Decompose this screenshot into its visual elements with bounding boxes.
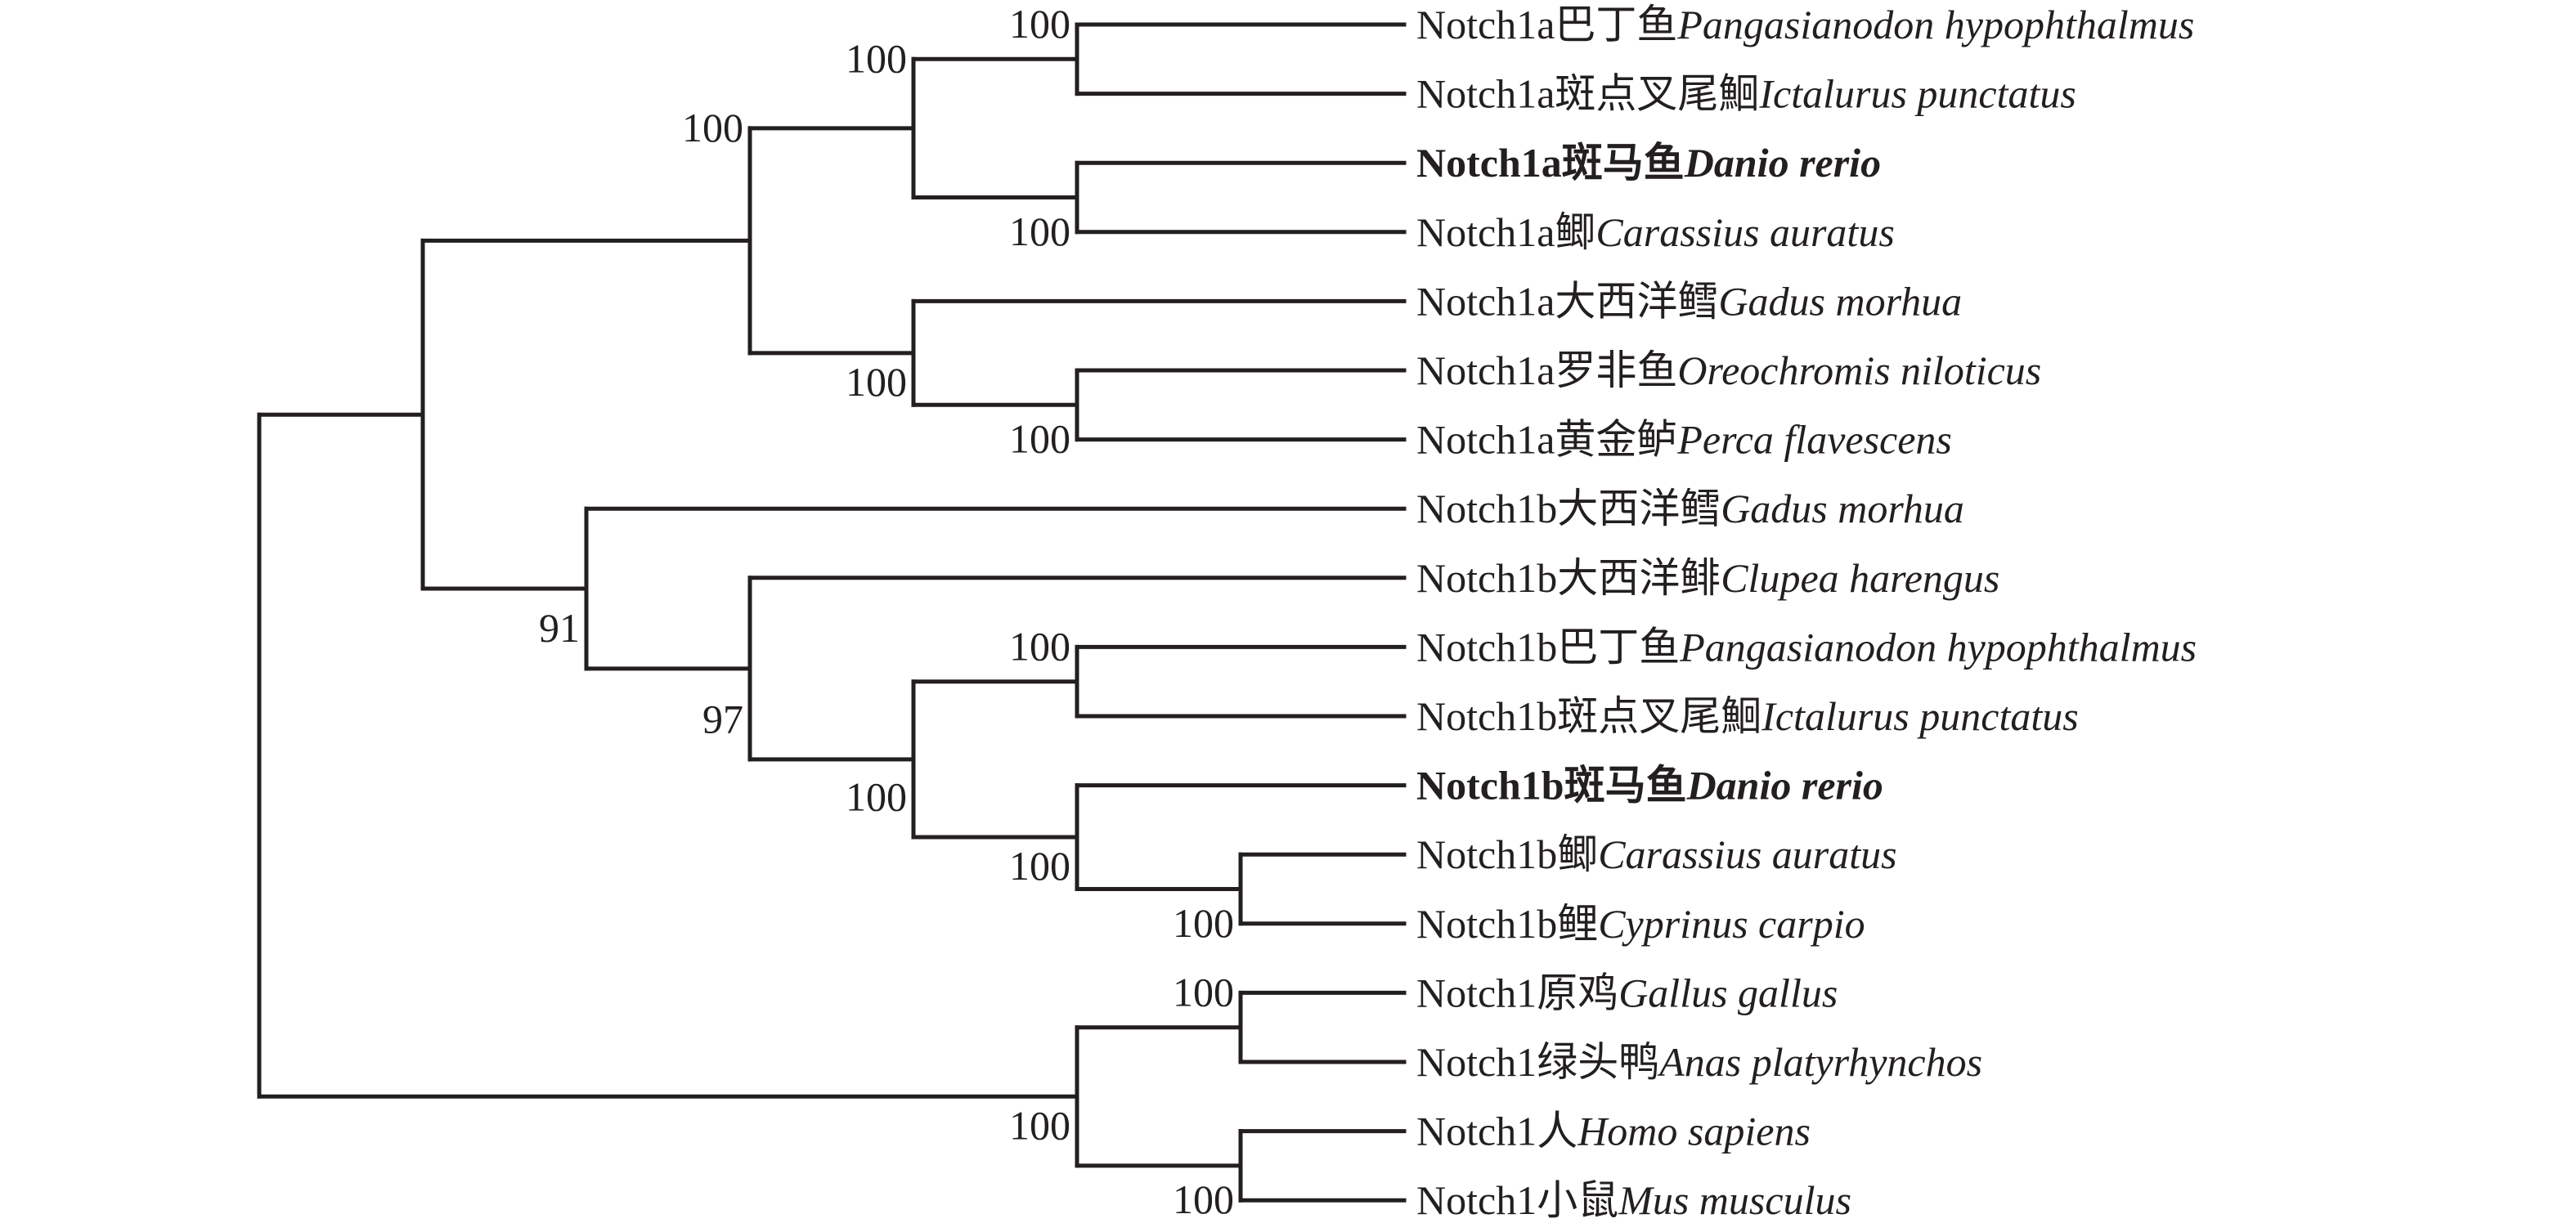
leaf-label: Notch1a巴丁鱼Pangasianodon hypophthalmus [1416,2,2194,47]
leaf-label: Notch1绿头鸭Anas platyrhynchos [1416,1039,1982,1085]
leaf-label: Notch1人Homo sapiens [1416,1109,1811,1154]
species-name: Gallus gallus [1618,970,1838,1015]
species-name: Mus musculus [1618,1177,1851,1223]
bootstrap-value: 100 [1173,1176,1234,1222]
gene-name: Notch1 [1416,1177,1537,1223]
bootstrap-value: 100 [1009,843,1070,889]
bootstrap-value: 100 [1009,416,1070,462]
leaf-label: Notch1a黄金鲈Perca flavescens [1416,417,1952,463]
common-name: 巴丁鱼 [1555,2,1677,47]
gene-name: Notch1 [1416,1039,1537,1085]
species-name: Danio rerio [1686,763,1883,809]
leaf-label: Notch1b大西洋鳕Gadus morhua [1416,486,1964,531]
common-name: 罗非鱼 [1555,347,1677,393]
gene-name: Notch1a [1416,278,1555,324]
common-name: 鲤 [1557,901,1598,947]
bootstrap-value: 100 [846,773,907,819]
gene-name: Notch1b [1416,624,1557,670]
bootstrap-support-values: 100 100 100 100 100 100 100 100 100 100 97 91 100 100… [539,1,1234,1222]
leaf-label: Notch1b鲫Carassius auratus [1416,831,1897,877]
leaf-label: Notch1b斑马鱼Danio rerio [1416,763,1883,809]
leaf-label: Notch1b巴丁鱼Pangasianodon hypophthalmus [1416,624,2197,670]
common-name: 原鸡 [1537,970,1618,1015]
gene-name: Notch1 [1416,970,1537,1015]
species-name: Anas platyrhynchos [1657,1039,1982,1085]
common-name: 黄金鲈 [1555,417,1677,463]
bootstrap-value: 100 [846,35,907,81]
gene-name: Notch1a [1416,209,1555,255]
gene-name: Notch1b [1416,693,1557,739]
common-name: 小鼠 [1537,1177,1618,1223]
bootstrap-value: 100 [1009,623,1070,669]
species-name: Danio rerio [1684,140,1881,186]
gene-name: Notch1b [1416,486,1557,531]
species-name: Clupea harengus [1721,555,1999,601]
gene-name: Notch1b [1416,763,1564,809]
species-name: Ictalurus punctatus [1758,71,2076,117]
leaf-label: Notch1a斑马鱼Danio rerio [1416,140,1881,186]
species-name: Pangasianodon hypophthalmus [1676,2,2194,47]
gene-name: Notch1b [1416,831,1557,877]
bootstrap-value: 100 [1009,1,1070,47]
gene-name: Notch1a [1416,71,1555,117]
bootstrap-value: 100 [682,105,743,150]
species-name: Carassius auratus [1598,831,1896,877]
common-name: 大西洋鲱 [1557,555,1721,601]
common-name: 斑马鱼 [1562,140,1685,186]
leaf-label: Notch1a大西洋鳕Gadus morhua [1416,278,1962,324]
species-name: Oreochromis niloticus [1677,347,2041,393]
common-name: 鲫 [1557,831,1598,877]
leaf-label: Notch1b鲤Cyprinus carpio [1416,901,1865,947]
species-name: Gadus morhua [1721,486,1964,531]
gene-name: Notch1 [1416,1109,1537,1154]
leaf-labels: Notch1a巴丁鱼Pangasianodon hypophthalmusNot… [1416,2,2197,1223]
gene-name: Notch1a [1416,347,1555,393]
gene-name: Notch1b [1416,555,1557,601]
species-name: Pangasianodon hypophthalmus [1679,624,2197,670]
common-name: 人 [1537,1109,1577,1154]
bootstrap-value: 91 [539,605,580,651]
common-name: 大西洋鳕 [1555,278,1718,324]
gene-name: Notch1b [1416,901,1557,947]
bootstrap-value: 100 [1009,1102,1070,1148]
leaf-label: Notch1b大西洋鲱Clupea harengus [1416,555,1999,601]
common-name: 斑马鱼 [1564,763,1687,809]
bootstrap-value: 100 [1173,969,1234,1015]
common-name: 鲫 [1555,209,1595,255]
leaf-label: Notch1a鲫Carassius auratus [1416,209,1895,255]
bootstrap-value: 100 [846,359,907,405]
tree-branches [257,22,1407,1203]
gene-name: Notch1a [1416,140,1562,186]
leaf-label: Notch1b斑点叉尾鮰Ictalurus punctatus [1416,693,2079,739]
common-name: 绿头鸭 [1537,1039,1659,1085]
leaf-label: Notch1a斑点叉尾鮰Ictalurus punctatus [1416,71,2076,117]
species-name: Carassius auratus [1595,209,1894,255]
species-name: Gadus morhua [1718,278,1962,324]
leaf-label: Notch1小鼠Mus musculus [1416,1177,1851,1223]
leaf-label: Notch1a罗非鱼Oreochromis niloticus [1416,347,2041,393]
species-name: Perca flavescens [1676,417,1952,463]
common-name: 斑点叉尾鮰 [1557,693,1761,739]
gene-name: Notch1a [1416,417,1555,463]
bootstrap-value: 100 [1173,900,1234,946]
bootstrap-value: 100 [1009,208,1070,254]
species-name: Ictalurus punctatus [1761,693,2078,739]
leaf-label: Notch1原鸡Gallus gallus [1416,970,1838,1015]
common-name: 巴丁鱼 [1557,624,1680,670]
species-name: Homo sapiens [1577,1109,1811,1154]
common-name: 斑点叉尾鮰 [1555,71,1759,117]
bootstrap-value: 97 [702,696,743,741]
gene-name: Notch1a [1416,2,1555,47]
species-name: Cyprinus carpio [1598,901,1865,947]
common-name: 大西洋鳕 [1557,486,1721,531]
